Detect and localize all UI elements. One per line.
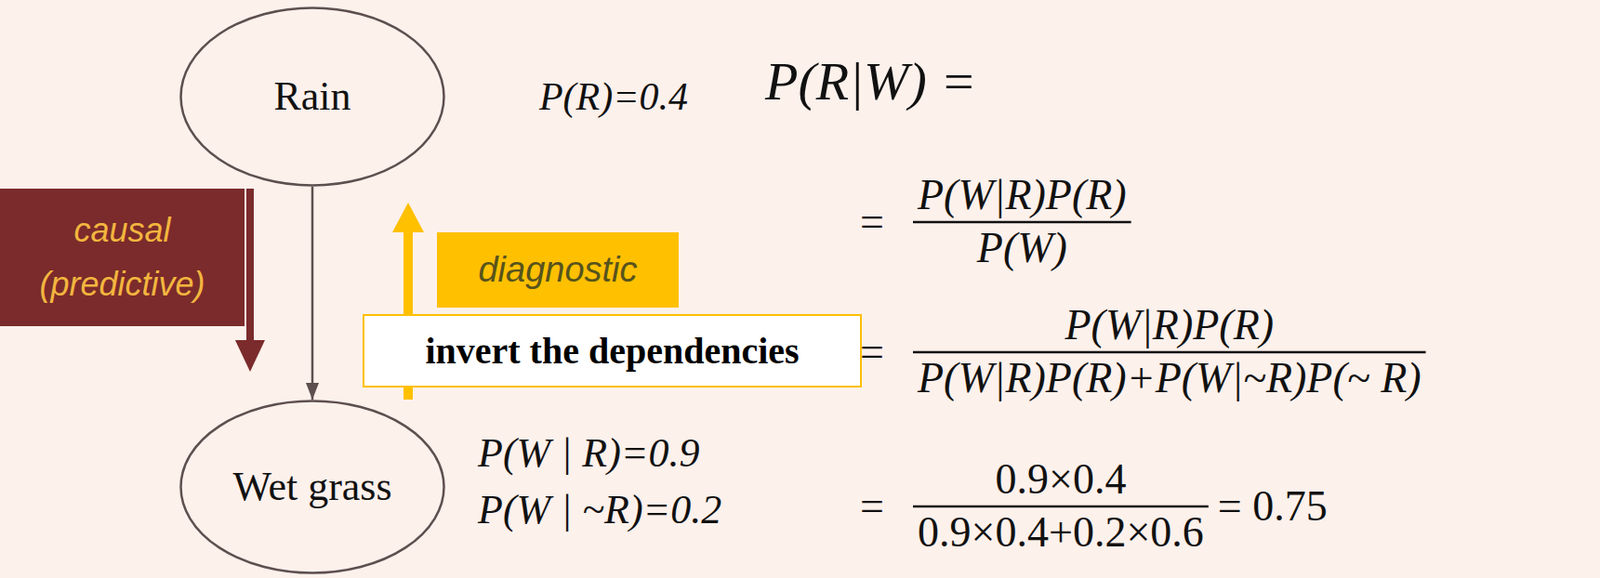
result-value: = 0.75: [1217, 483, 1328, 531]
fraction-denominator: 0.9×0.4+0.2×0.6: [917, 509, 1204, 557]
variable-node: Rain: [179, 6, 446, 187]
conditional-probability: P(W | R)=0.9: [477, 431, 701, 477]
formula-left-side: P(R|W) =: [765, 52, 977, 112]
fraction-bars: [912, 222, 1427, 507]
fraction-numerator: P(W|R)P(R): [1064, 302, 1274, 350]
ellipse-shape: [181, 401, 445, 574]
note-box: invert the dependencies: [362, 314, 862, 388]
fraction-denominator: P(W): [977, 224, 1068, 273]
diagnostic-arrow-head: [392, 202, 424, 233]
causal-arrow-head: [235, 340, 265, 372]
ellipse-shape: [181, 8, 445, 186]
node-label: Rain: [273, 73, 351, 121]
causal-label-box: causal (predictive): [0, 188, 245, 327]
node-label: causal (predictive): [11, 203, 234, 311]
diagnostic-label-box: diagnostic: [436, 232, 679, 308]
variable-node: Wet grass: [179, 399, 446, 575]
dependency-arrow: [311, 186, 315, 400]
equals-sign: =: [859, 483, 885, 531]
fraction-bar: [912, 351, 1427, 355]
node-label: invert the dependencies: [424, 330, 799, 373]
equals-sign: =: [859, 329, 885, 377]
node-label: Wet grass: [232, 463, 392, 512]
fraction-numerator: 0.9×0.4: [994, 456, 1126, 504]
equals-sign: =: [859, 198, 885, 247]
prior-probability: P(R)=0.4: [539, 75, 688, 119]
fraction-numerator: P(W|R)P(R): [917, 171, 1127, 220]
fraction-bar: [912, 221, 1132, 225]
node-label: diagnostic: [477, 250, 637, 291]
conditional-probability: P(W | ~R)=0.2: [477, 488, 722, 533]
fraction-denominator: P(W|R)P(R)+P(W|~R)P(~ R): [917, 355, 1422, 403]
causal-arrow-shaft: [246, 188, 254, 343]
fraction-bar: [912, 505, 1209, 509]
